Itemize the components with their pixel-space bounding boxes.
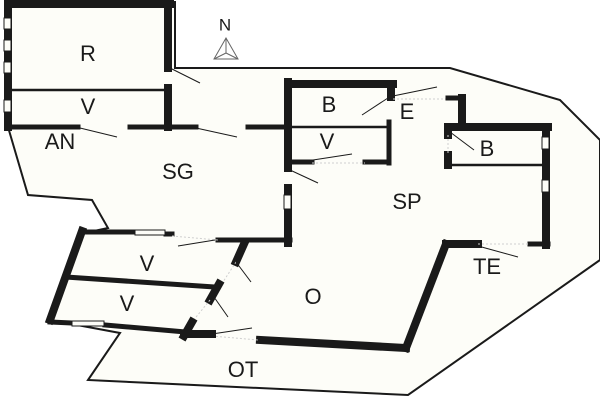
compass-label: N	[219, 15, 231, 34]
room-label-ot: OT	[228, 357, 259, 382]
room-label-an: AN	[45, 129, 76, 154]
room-label-e: E	[400, 99, 415, 124]
door-swing	[195, 127, 238, 138]
walls-sp-right	[444, 94, 552, 249]
room-label-o: O	[304, 284, 321, 309]
room-label-sg: SG	[162, 159, 194, 184]
room-label-v: V	[140, 251, 155, 276]
room-label-v: V	[81, 94, 96, 119]
room-label-b: B	[480, 136, 495, 161]
room-label-v: V	[120, 291, 135, 316]
room-label-b: B	[322, 92, 337, 117]
room-label-v: V	[320, 129, 335, 154]
floor-outline	[7, 1, 600, 397]
walls-r-v-block	[3, 0, 288, 131]
door-swing	[79, 127, 118, 138]
walls-lower-v	[44, 225, 252, 342]
room-label-te: TE	[473, 254, 501, 279]
room-label-r: R	[80, 41, 96, 66]
room-label-sp: SP	[392, 189, 421, 214]
north-arrow-icon	[213, 36, 239, 60]
door-swing	[169, 67, 201, 84]
walls-b-v-center	[284, 80, 455, 166]
walls-sg	[79, 78, 319, 247]
